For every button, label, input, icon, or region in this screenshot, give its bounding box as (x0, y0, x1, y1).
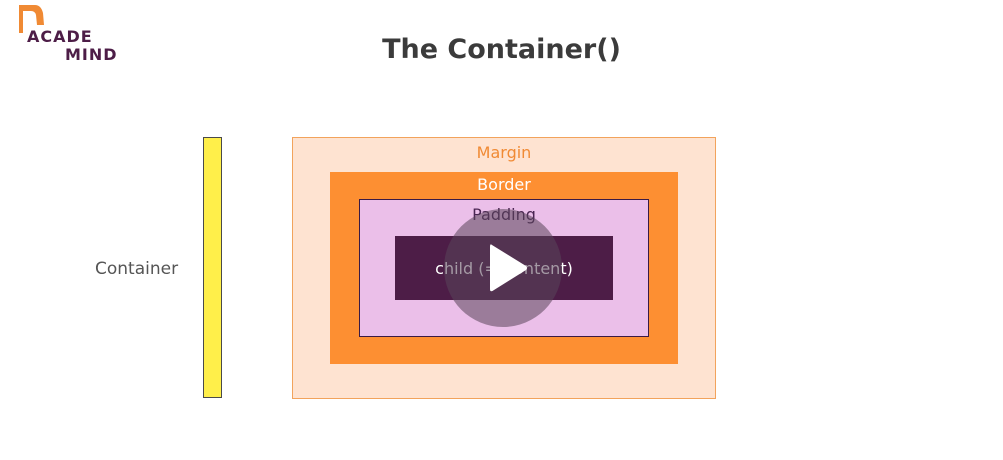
margin-label: Margin (476, 143, 532, 162)
logo-mark-icon (19, 5, 44, 33)
logo-text-line2: MIND (65, 45, 118, 64)
video-play-button[interactable] (444, 209, 562, 327)
container-bar (203, 137, 222, 398)
academind-logo: ACADE MIND (17, 3, 127, 63)
logo-text-line1: ACADE (27, 27, 93, 46)
play-icon[interactable] (488, 243, 528, 293)
border-label: Border (477, 175, 531, 194)
slide-title: The Container() (382, 34, 621, 65)
container-label: Container (95, 259, 179, 279)
